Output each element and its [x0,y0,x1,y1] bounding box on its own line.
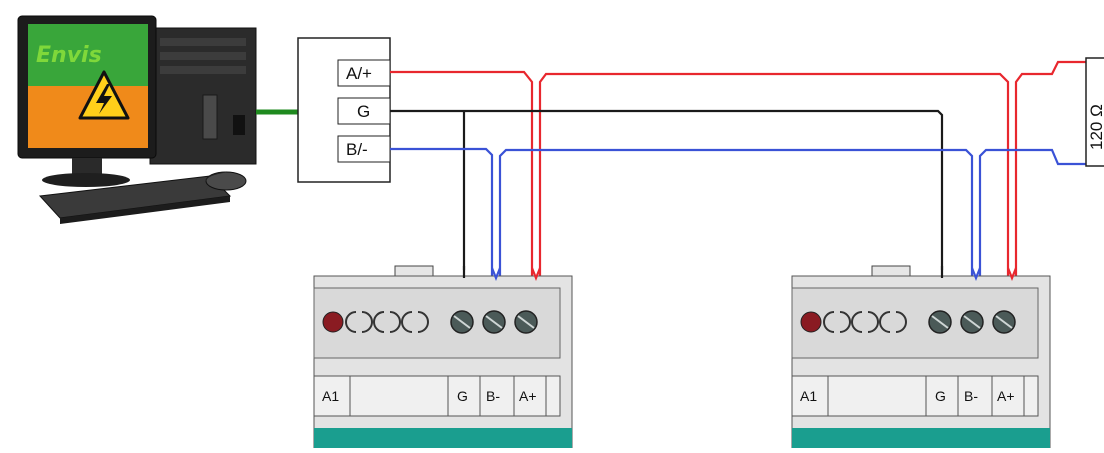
monitor: Envis [17,15,157,187]
module-2-knob-icons [823,311,907,333]
envis-logo: Envis [36,43,102,68]
module-1-screws [450,310,538,334]
module-2-label-a1: A1 [800,388,817,404]
converter-terminal-a [337,59,391,87]
module-1-label-a: A+ [519,388,537,404]
mouse [205,171,247,191]
converter-label-a: A/+ [346,64,372,83]
module-1-base [314,428,572,448]
module-2-led [800,311,822,333]
module-2-label-g: G [935,388,946,404]
computer: Envis [17,15,298,224]
converter-label-g: G [357,102,370,121]
module-1-led [322,311,344,333]
module-1-label-a1: A1 [322,388,339,404]
converter: A/+ G B/- [297,37,391,183]
converter-label-b: B/- [346,140,368,159]
wire-drops [462,266,1018,281]
pc-tower [149,27,257,165]
wire-b-minus [390,147,1088,276]
module-2-base [792,428,1050,448]
module-2-label-a: A+ [997,388,1015,404]
wire-a-plus [390,60,1088,276]
module-2-label-b: B- [964,388,978,404]
module-1-label-g: G [457,388,468,404]
module-1-knob-icons [345,311,429,333]
resistor-label: 120 Ω [1087,104,1104,150]
keyboard [38,175,232,224]
module-1-label-b: B- [486,388,500,404]
high-voltage-warning-icon [78,70,130,120]
module-1: A1 G B- A+ [313,265,573,449]
termination-resistor: 120 Ω [1085,57,1104,167]
module-2-screws [928,310,1016,334]
wire-g [390,109,944,270]
module-2: A1 G B- A+ [791,265,1051,449]
